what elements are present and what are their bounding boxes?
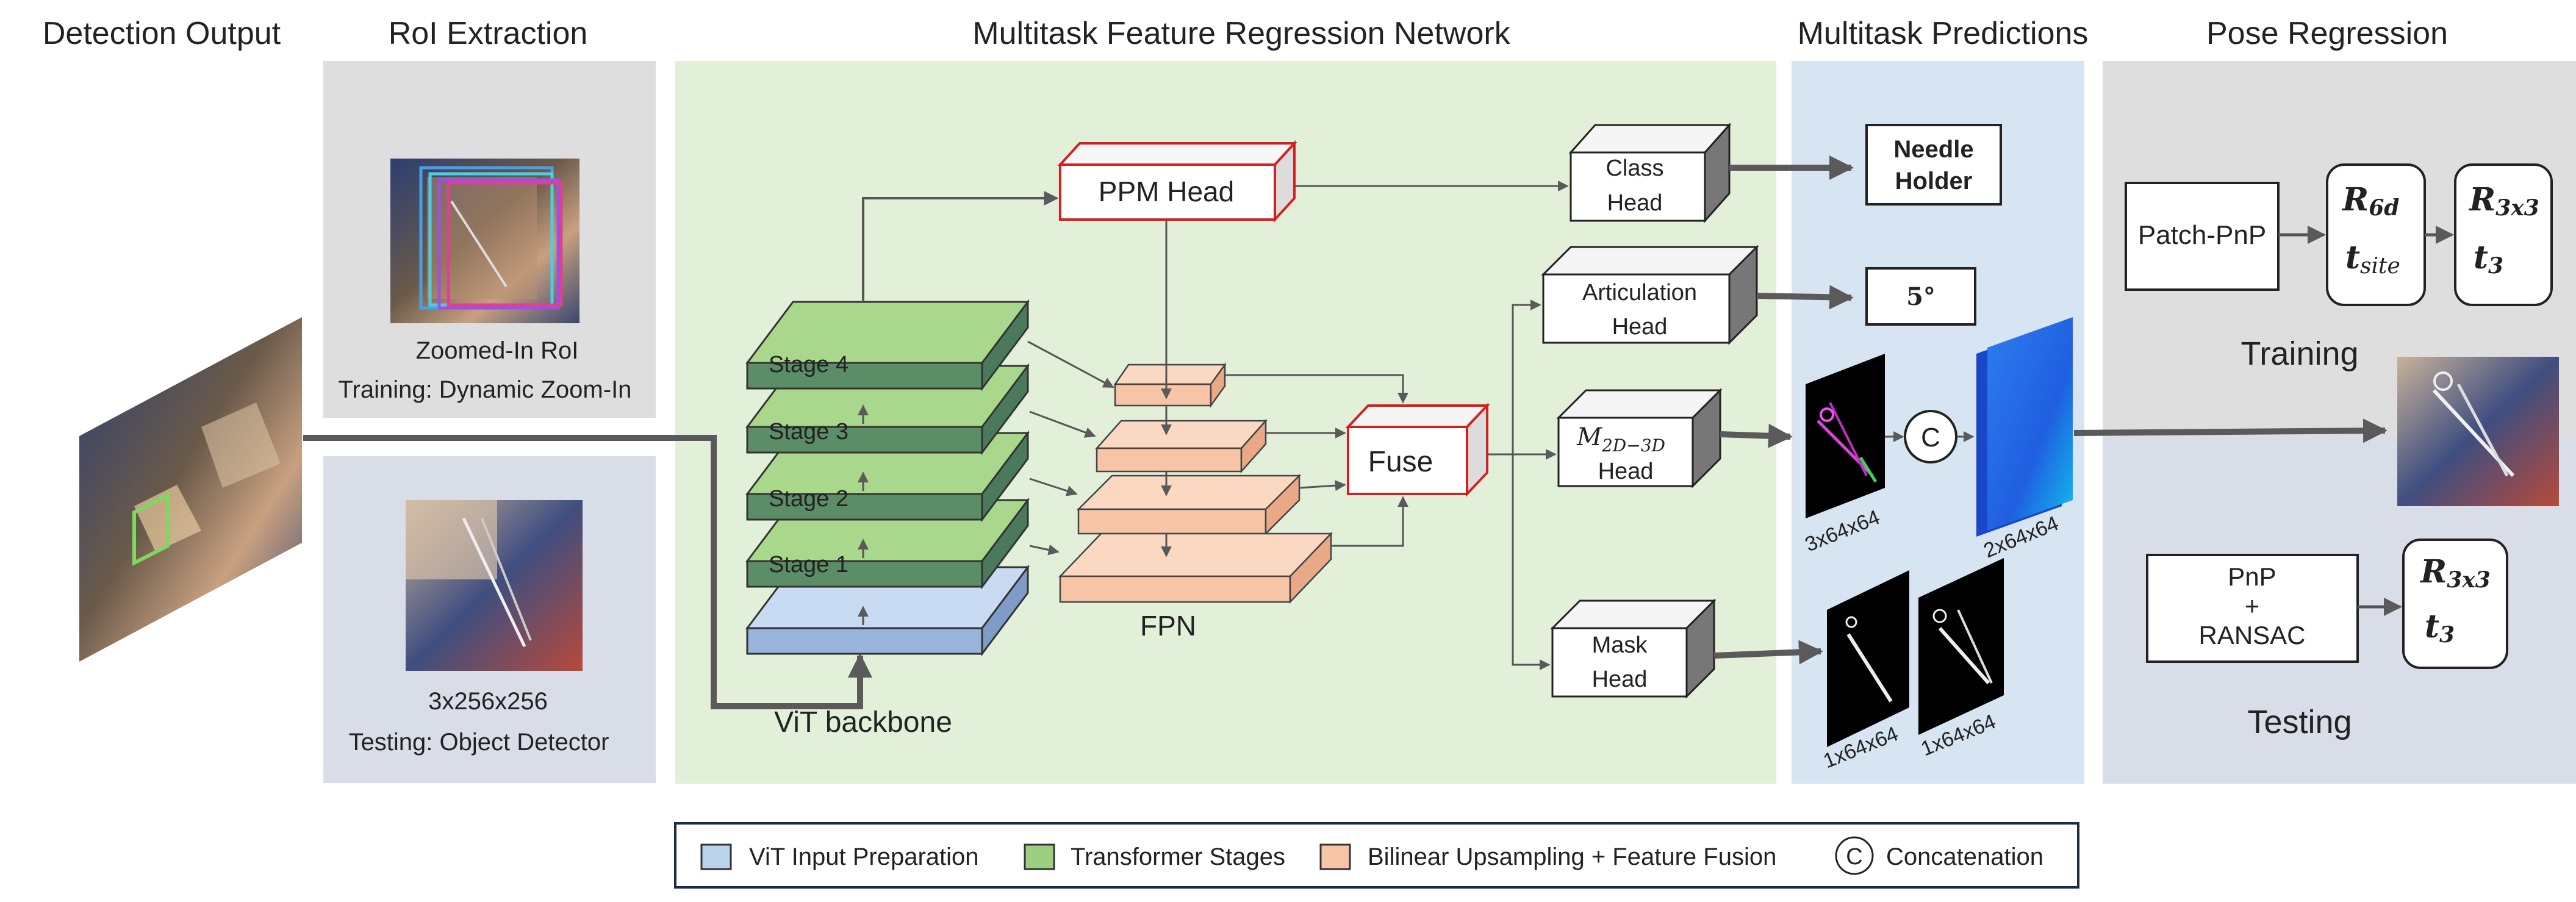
mask-head-label-1: Mask	[1592, 632, 1648, 658]
roi-training-caption-2: Training: Dynamic Zoom-In	[339, 376, 632, 403]
legend-label-upsampling: Bilinear Upsampling + Feature Fusion	[1368, 843, 1776, 870]
coord-map-image	[1806, 354, 1885, 518]
detection-image	[79, 317, 302, 662]
test-t3-label: t3	[2425, 608, 2455, 648]
backbone-label: ViT backbone	[774, 706, 952, 739]
tsite-subscript: site	[2360, 254, 2400, 279]
section-title-roi: RoI Extraction	[389, 16, 588, 51]
legend-label-transformer: Transformer Stages	[1071, 843, 1285, 870]
section-title-detection: Detection Output	[43, 16, 281, 51]
angle-prediction-label: 5°	[1906, 282, 1936, 311]
section-title-network: Multitask Feature Regression Network	[972, 16, 1510, 51]
pose-testing-label: Testing	[2247, 704, 2352, 740]
t3-label: t3	[2474, 239, 2503, 279]
section-title-predictions: Multitask Predictions	[1798, 16, 2089, 51]
roi-test-image	[406, 500, 583, 671]
pnp-label: PnP	[2228, 562, 2276, 591]
class-head-label-1: Class	[1606, 156, 1663, 181]
ransac-label: RANSAC	[2198, 621, 2305, 650]
test-r3x3-label: R3x3	[2419, 553, 2491, 593]
m2d3d-head-box	[1556, 388, 1723, 489]
r3x3-label: R3x3	[2468, 181, 2539, 221]
legend-label-concat: Concatenation	[1886, 843, 2043, 870]
r6d-subscript: 6d	[2369, 195, 2399, 221]
input-path-arrow	[303, 435, 872, 709]
articulation-head-box	[1541, 245, 1759, 345]
patch-pnp-label: Patch-PnP	[2138, 220, 2266, 250]
articulation-head-label-2: Head	[1612, 314, 1668, 340]
fpn-level-2	[1076, 473, 1302, 536]
patch-pnp-box	[2125, 182, 2280, 291]
legend-concat-circle	[1835, 836, 1874, 875]
mask-head-box	[1550, 598, 1717, 699]
m2d3d-head-subscript: 2D−3D	[1601, 435, 1665, 456]
predictions-to-pose-arrow	[2073, 418, 2388, 443]
roi-test-caption-1: 3x256x256	[428, 688, 548, 715]
m2d3d-head-label: Head	[1598, 459, 1654, 484]
roi-zoomed-image	[390, 159, 579, 323]
legend-concat-symbol: C	[1846, 844, 1862, 870]
articulation-head-label-1: Articulation	[1582, 280, 1697, 306]
pose-training-label: Training	[2241, 335, 2358, 372]
pose-result-image	[2397, 357, 2559, 506]
plus-label: +	[2245, 592, 2260, 620]
roi-training-caption-1: Zoomed-In RoI	[416, 337, 579, 364]
stage-1-label: Stage 1	[769, 552, 849, 578]
stage4-to-ppm-arrow	[862, 191, 1059, 302]
mask-image-1	[1827, 570, 1909, 747]
legend-swatch-vit	[700, 843, 732, 870]
legend-swatch-transformer	[1024, 843, 1055, 870]
stage-2-label: Stage 2	[769, 486, 849, 512]
fpn-level-1	[1058, 531, 1333, 604]
r6d-tsite-box	[2326, 163, 2426, 306]
angle-prediction-box	[1865, 267, 1976, 326]
ppm-head-label: PPM Head	[1099, 176, 1234, 207]
fpn-level-4	[1113, 362, 1227, 408]
tsite-label: tsite	[2345, 239, 2400, 279]
legend-swatch-upsampling	[1319, 843, 1351, 870]
roi-test-caption-2: Testing: Object Detector	[349, 729, 609, 756]
mask-image-2	[1918, 558, 2004, 735]
fuse-box	[1345, 402, 1490, 498]
class-prediction-label-2: Holder	[1895, 168, 1973, 195]
fuse-label: Fuse	[1368, 446, 1433, 478]
fpn-label: FPN	[1140, 610, 1196, 642]
class-prediction-label-1: Needle	[1893, 136, 1973, 163]
legend-box	[674, 822, 2079, 889]
r3x3-subscript: 3x3	[2495, 195, 2539, 221]
t3-subscript: 3	[2488, 253, 2503, 279]
class-head-label-2: Head	[1607, 190, 1663, 216]
test-t3-subscript: 3	[2439, 622, 2455, 648]
mask-head-label-2: Head	[1592, 667, 1648, 692]
r6d-label: R6d	[2341, 181, 2399, 221]
stage-4-label: Stage 4	[769, 352, 849, 378]
concat-symbol-circle	[1904, 410, 1957, 464]
class-head-box	[1568, 123, 1732, 223]
ppm-head-box	[1057, 140, 1297, 223]
stage-4-layer	[745, 299, 1030, 392]
section-title-pose: Pose Regression	[2206, 16, 2448, 51]
legend-label-vit: ViT Input Preparation	[749, 843, 979, 870]
concat-output-image	[1976, 317, 2073, 537]
m2d3d-head-symbol: M2D−3D	[1576, 423, 1665, 456]
r3x3-t3-box	[2454, 163, 2553, 306]
test-r3x3-t3-box	[2402, 539, 2508, 669]
stage-3-label: Stage 3	[769, 419, 849, 445]
class-prediction-box	[1865, 124, 2002, 206]
fpn-level-3	[1095, 418, 1268, 474]
test-r3x3-subscript: 3x3	[2447, 567, 2491, 593]
concat-symbol-label: C	[1921, 423, 1940, 453]
